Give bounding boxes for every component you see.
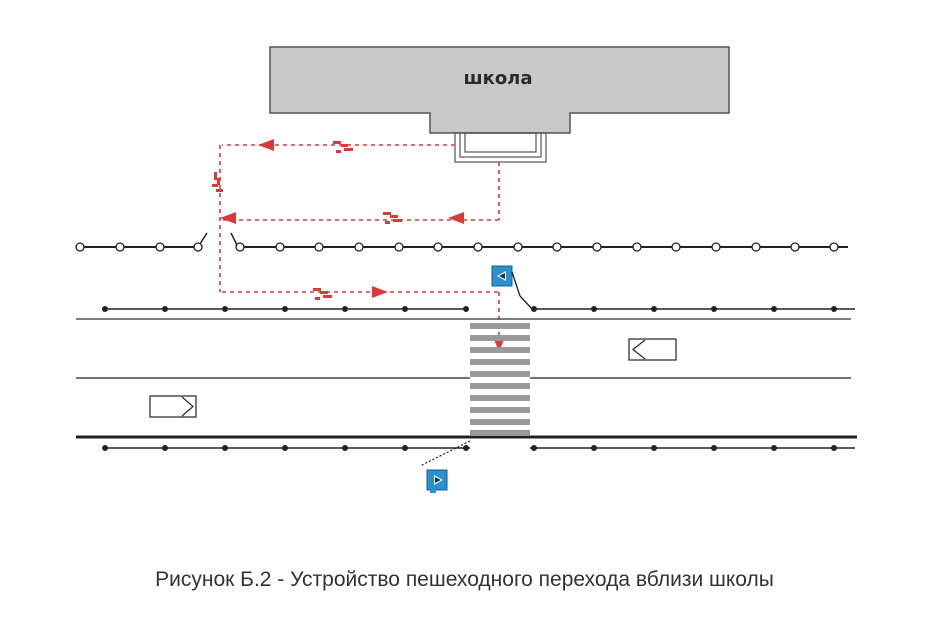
crosswalk: [470, 323, 530, 435]
route-arrow-left-middle-end: [220, 212, 236, 224]
vehicle-direction-icon: [149, 338, 677, 418]
upper-barrier: [102, 295, 855, 312]
road: [76, 318, 857, 439]
sign-top: [491, 265, 521, 297]
lower-barrier: [102, 440, 855, 467]
upper-barrier-posts: [102, 306, 837, 312]
pedestrian-glyph-middle: [383, 212, 402, 224]
route-arrow-left-top: [258, 139, 274, 151]
route-arrow-left-middle: [448, 212, 464, 224]
vehicle-left-lane: [149, 395, 197, 418]
pedestrian-glyph-top: [333, 141, 353, 153]
figure-caption: Рисунок Б.2 - Устройство пешеходного пер…: [155, 568, 774, 591]
fence-posts: [75, 242, 839, 252]
school-fence: [75, 232, 848, 252]
school-crossing-diagram: школа: [75, 46, 857, 493]
pedestrian-glyphs: [212, 141, 402, 300]
route-arrow-right-bottom: [372, 286, 388, 298]
school-building-icon: школа: [269, 46, 730, 134]
school-label: школа: [463, 68, 532, 89]
lower-barrier-posts: [102, 445, 837, 451]
pedestrian-glyph-bottom: [313, 288, 332, 300]
pedestrian-glyph-left: [212, 172, 223, 192]
pedestrian-crossing-sign-icon: [426, 265, 521, 493]
school-entrance: [454, 132, 547, 163]
sign-bottom: [426, 469, 448, 493]
vehicle-right-lane: [628, 338, 677, 361]
